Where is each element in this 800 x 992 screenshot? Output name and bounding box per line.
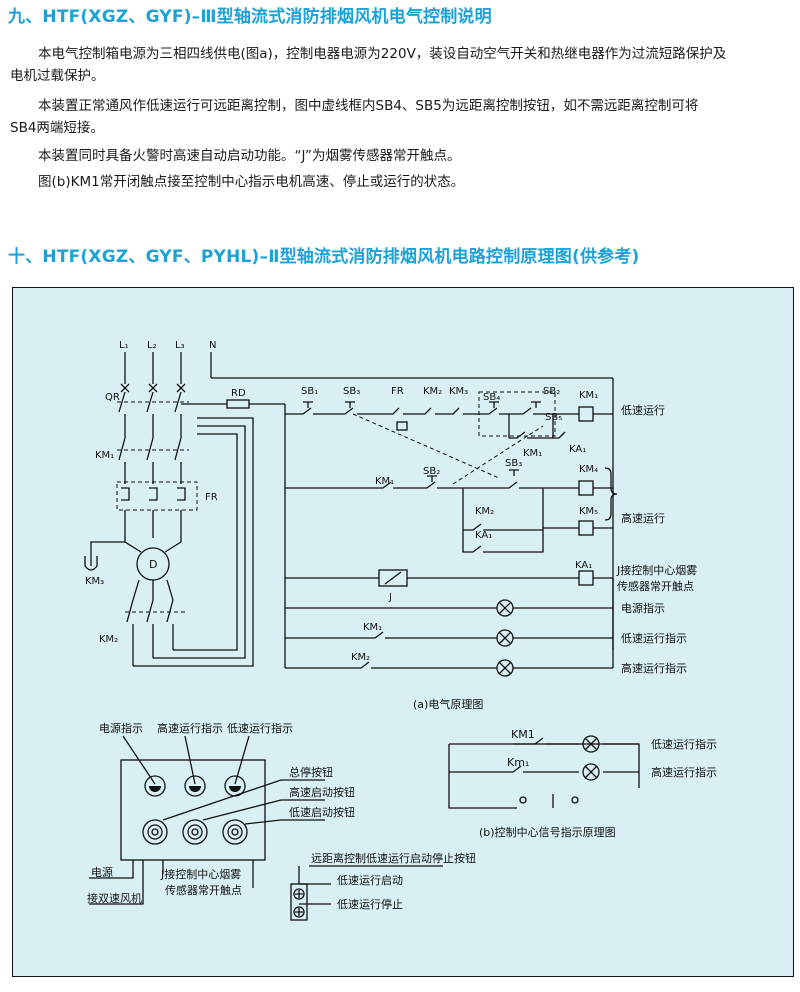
label-km3-ctrl: KM₃ [449,386,468,397]
label-km2-main: KM₂ [99,634,118,645]
label-b-low: 低速运行指示 [651,737,717,751]
power-circuit: L₁ L₂ L₃ N QR RD KM₁ FR [84,340,614,667]
circuit-diagram: L₁ L₂ L₃ N QR RD KM₁ FR [84,340,717,921]
label-j-line1: J接控制中心烟雾 [616,563,697,577]
label-sb1: SB₁ [301,386,318,397]
button-icon [182,819,208,845]
box-label-low-ind: 低速运行指示 [227,721,293,735]
control-circuit: SB₁ SB₃ FR KM₂ KM₃ SB₄ SB₂ SB₅ KM₁ KM₁ K… [284,386,697,711]
sec9-para1-line1: 本电气控制箱电源为三相四线供电(图a)，控制电器电源为220V，装设自动空气开关… [38,46,727,62]
button-icon [222,819,248,845]
lamp-icon [184,775,206,797]
label-km4-coil: KM₄ [579,464,598,475]
phase-l3: L₃ [175,340,185,351]
motor-label: D [149,558,157,571]
label-sb3: SB₃ [343,386,360,397]
label-b-km1: KM1 [511,728,535,741]
screw-icon [293,906,305,918]
remote-start: 低速运行启动 [337,874,403,887]
phase-l2: L₂ [147,340,157,351]
label-km3-main: KM₃ [85,576,104,587]
sec9-para4: 图(b)KM1常开闭触点接至控制中心指示电机高速、停止或运行的状态。 [38,174,465,190]
label-j-line2: 传感器常开触点 [617,579,694,593]
sec9-para1-line2: 电机过载保护。 [10,68,105,84]
control-box: 电源指示 高速运行指示 低速运行指示 总停按钮 高速启动按钮 低速启动按钮 电源… [87,721,476,921]
label-fr-main: FR [205,492,218,503]
label-low-run: 低速运行 [621,404,665,417]
box-btn-low: 低速启动按钮 [289,805,355,819]
label-sb3-b: SB₃ [505,458,522,469]
label-km1-b: KM₁ [375,476,394,487]
box-motor: 接双速风机 [87,891,142,905]
lamp-icon [496,629,514,647]
box-j-line1: J接控制中心烟雾 [160,867,241,881]
label-km2-b: KM₂ [475,506,494,517]
label-ka1-b: KA₁ [475,530,492,541]
label-km1-d: KM₁ [363,622,382,633]
lamp-icon [582,735,600,753]
caption-b: (b)控制中心信号指示原理图 [479,825,616,839]
label-km2-d: KM₂ [351,652,370,663]
label-ka1-hold: KA₁ [569,444,586,455]
label-j: J [388,592,392,603]
box-btn-high: 高速启动按钮 [289,785,355,799]
label-fr-ctrl: FR [391,386,404,397]
phase-n: N [209,340,216,351]
label-km2-ctrl: KM₂ [423,386,442,397]
label-sb2-b: SB₂ [423,466,440,477]
label-b-high: 高速运行指示 [651,765,717,779]
phase-l1: L₁ [119,340,129,351]
label-rd: RD [231,388,246,399]
label-high-ind: 高速运行指示 [621,661,687,675]
label-km1-main: KM₁ [95,450,114,461]
lamp-icon [496,659,514,677]
box-label-high-ind: 高速运行指示 [157,721,223,735]
sec9-para3: 本装置同时具备火警时高速自动启动功能。“J”为烟雾传感器常开触点。 [38,148,461,164]
label-km5-coil: KM₅ [579,506,598,517]
caption-a: (a)电气原理图 [413,697,483,711]
section-10-title: 十、HTF(XGZ、GYF、PYHL)–Ⅱ型轴流式消防排烟风机电路控制原理图(供… [8,247,640,267]
remote-stop: 低速运行停止 [337,897,403,911]
sec9-para2-line2: SB4两端短接。 [10,120,104,136]
box-btn-stop: 总停按钮 [289,765,333,779]
sec9-para2-line1: 本装置正常通风作低速运行可远距离控制，图中虚线框内SB4、SB5为远距离控制按钮… [38,98,699,114]
label-b-km1-2: Km₁ [507,756,529,769]
label-power-ind: 电源指示 [621,601,665,615]
label-km1-coil: KM₁ [579,390,598,401]
screw-icon [293,888,305,900]
label-high-run: 高速运行 [621,511,665,525]
label-km1-hold: KM₁ [523,448,542,459]
box-label-power-ind: 电源指示 [99,721,143,735]
label-ka1-coil: KA₁ [575,560,592,571]
section-9-title: 九、HTF(XGZ、GYF)–Ⅲ型轴流式消防排烟风机电气控制说明 [8,7,492,27]
label-sb4: SB₄ [483,392,500,403]
label-low-ind: 低速运行指示 [621,631,687,645]
box-j-line2: 传感器常开触点 [165,883,242,897]
label-qr: QR [105,392,120,403]
lamp-icon [582,763,600,781]
box-power: 电源 [91,865,113,879]
button-icon [142,819,168,845]
lamp-icon [144,775,166,797]
signal-diagram: KM1 Km₁ 低速运行指示 高速运行指示 (b)控制中心信号指示原理图 [448,728,717,839]
lamp-icon [496,599,514,617]
diagram-panel: L₁ L₂ L₃ N QR RD KM₁ FR [12,287,794,977]
remote-title: 远距离控制低速运行启动停止按钮 [311,851,476,865]
